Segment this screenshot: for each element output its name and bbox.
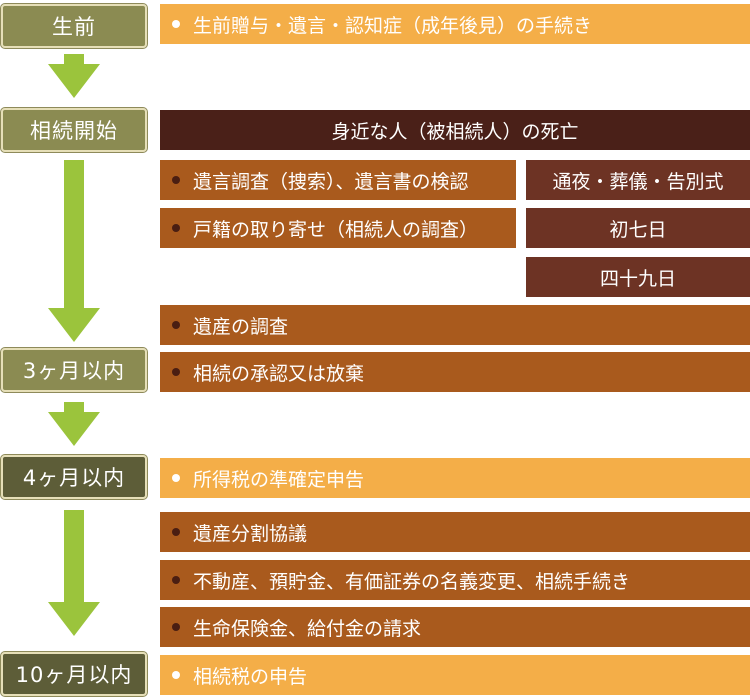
item-label: 遺言調査（捜索）、遺言書の検認 [193, 170, 469, 193]
item-label: 遺産の調査 [193, 315, 289, 338]
item-label: 所得税の準確定申告 [193, 468, 365, 491]
bullet-dot [172, 671, 180, 679]
down-arrow-icon [48, 510, 100, 636]
item-koseki: 戸籍の取り寄せ（相続人の調査） [160, 208, 516, 248]
ritual-label: 初七日 [609, 218, 667, 241]
item-label: 不動産、預貯金、有価証券の名義変更、相続手続き [193, 570, 631, 593]
down-arrow-icon [48, 160, 100, 342]
bullet-dot [172, 474, 180, 482]
bullet-dot [172, 576, 180, 584]
header-shibou: 身近な人（被相続人）の死亡 [160, 110, 750, 150]
ritual-label: 四十九日 [599, 267, 676, 290]
bullet-dot [172, 224, 180, 232]
down-arrow-icon [48, 402, 100, 446]
stage-souzoku-kaishi: 相続開始 [0, 107, 148, 153]
item-label: 相続税の申告 [193, 665, 308, 688]
item-hoken: 生命保険金、給付金の請求 [160, 607, 750, 647]
bullet-dot [172, 368, 180, 376]
item-yuigon-chousa: 遺言調査（捜索）、遺言書の検認 [160, 160, 516, 200]
item-seizen-tetsuzuki: 生前贈与・遺言・認知症（成年後見）の手続き [160, 4, 750, 44]
item-label: 生前贈与・遺言・認知症（成年後見）の手続き [193, 14, 593, 37]
down-arrow-icon [48, 54, 100, 98]
item-junkakutei: 所得税の準確定申告 [160, 458, 750, 498]
item-label: 生命保険金、給付金の請求 [193, 617, 422, 640]
ritual-label: 通夜・葬儀・告別式 [552, 170, 724, 193]
bullet-dot [172, 321, 180, 329]
bullet-dot [172, 176, 180, 184]
item-souzokuzei: 相続税の申告 [160, 655, 750, 695]
stage-seizen: 生前 [0, 3, 148, 49]
item-label: 遺産分割協議 [193, 522, 308, 545]
stage-four-months: 4ヶ月以内 [0, 454, 148, 500]
item-bunkatsu: 遺産分割協議 [160, 512, 750, 552]
stage-three-months: 3ヶ月以内 [0, 347, 148, 393]
header-label: 身近な人（被相続人）の死亡 [331, 120, 579, 143]
ritual-shonanoka: 初七日 [526, 208, 750, 248]
bullet-dot [172, 528, 180, 536]
stage-ten-months: 10ヶ月以内 [0, 651, 148, 697]
item-meigi-henkou: 不動産、預貯金、有価証券の名義変更、相続手続き [160, 560, 750, 600]
item-shounin-houki: 相続の承認又は放棄 [160, 352, 750, 392]
item-isan-chousa: 遺産の調査 [160, 305, 750, 345]
bullet-dot [172, 623, 180, 631]
item-label: 戸籍の取り寄せ（相続人の調査） [193, 218, 479, 241]
ritual-shijukunichi: 四十九日 [526, 257, 750, 297]
item-label: 相続の承認又は放棄 [193, 362, 365, 385]
bullet-dot [172, 20, 180, 28]
ritual-tsuya: 通夜・葬儀・告別式 [526, 160, 750, 200]
